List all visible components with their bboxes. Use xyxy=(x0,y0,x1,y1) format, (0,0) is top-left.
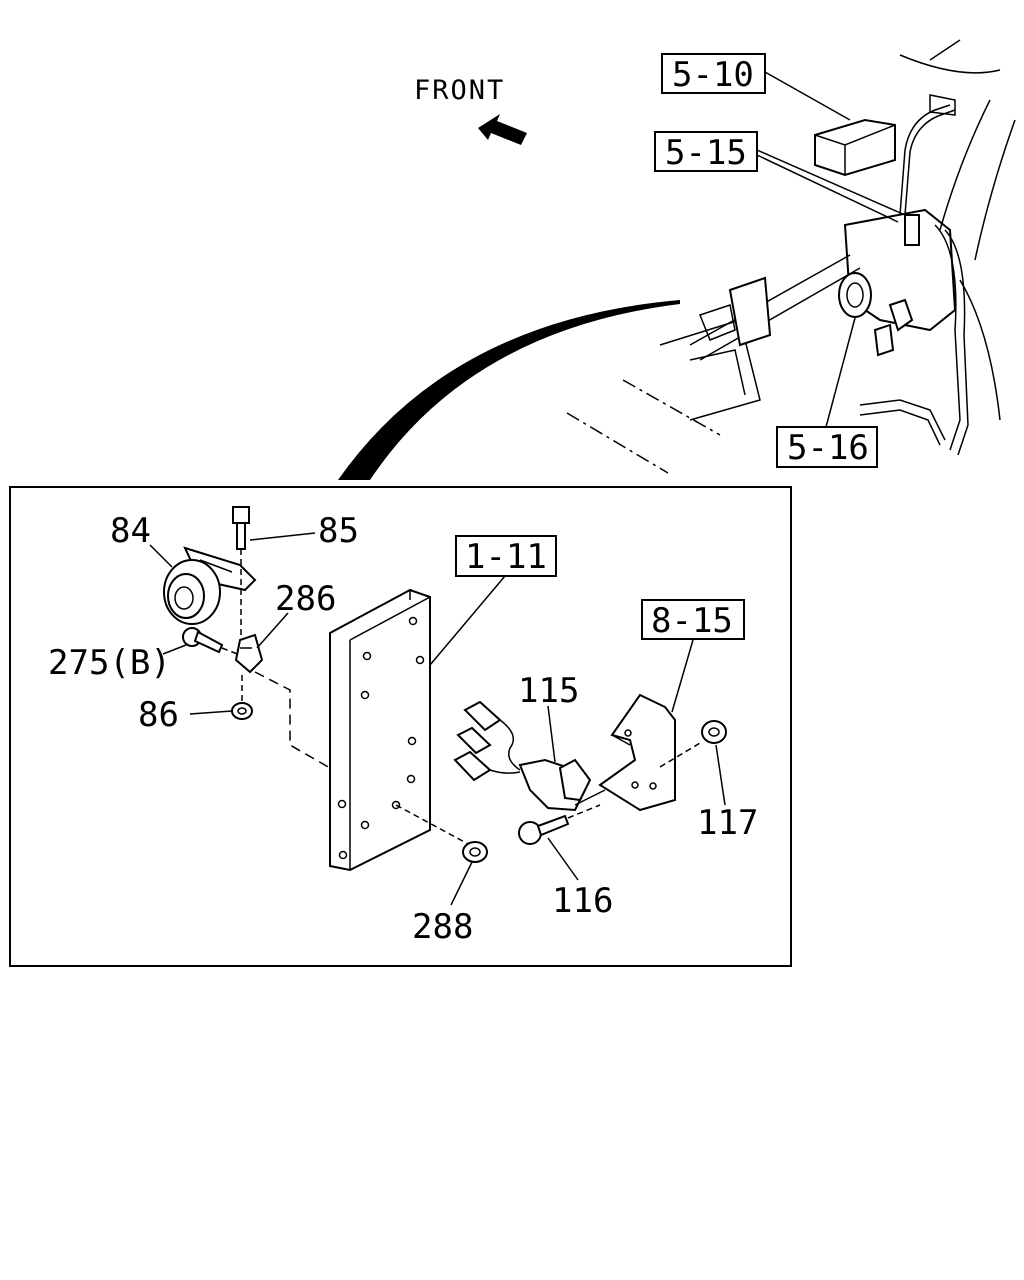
part-label-288: 288 xyxy=(412,907,473,947)
ref-box-8-15[interactable]: 8-15 xyxy=(641,599,745,641)
nut-117 xyxy=(701,720,727,744)
harness-dashed xyxy=(254,671,331,769)
ref-box-5-15[interactable]: 5-15 xyxy=(654,131,758,173)
leader-115 xyxy=(547,705,556,763)
front-arrow-icon xyxy=(478,114,527,145)
part-label-117: 117 xyxy=(697,803,758,843)
component-84 xyxy=(163,546,257,625)
nut-288 xyxy=(395,804,488,863)
front-label: FRONT xyxy=(414,75,505,106)
svg-text:5-15: 5-15 xyxy=(665,133,747,173)
nut-86 xyxy=(231,675,253,720)
part-label-86: 86 xyxy=(138,695,179,735)
ref-box-5-16[interactable]: 5-16 xyxy=(776,426,878,468)
svg-text:5-16: 5-16 xyxy=(787,428,869,468)
leader-1-11 xyxy=(429,575,506,666)
leader-286 xyxy=(256,612,289,649)
clamp-286 xyxy=(234,633,264,674)
part-label-115: 115 xyxy=(518,671,579,711)
leader-86 xyxy=(189,710,233,715)
svg-text:8-15: 8-15 xyxy=(651,601,733,641)
leader-275b xyxy=(162,644,187,655)
leader-5-10 xyxy=(764,71,851,121)
callout-arc xyxy=(338,300,680,480)
part-label-275b: 275(B) xyxy=(48,643,171,683)
bolt-116 xyxy=(518,804,601,845)
bolt-85 xyxy=(232,506,250,640)
detail-frame xyxy=(9,486,792,967)
leader-8-15 xyxy=(671,639,694,713)
leader-84 xyxy=(149,544,173,568)
bolt-275b xyxy=(182,627,241,656)
switch-115 xyxy=(453,700,606,812)
leader-288 xyxy=(450,861,473,906)
leader-117 xyxy=(715,744,726,806)
svg-text:5-10: 5-10 xyxy=(672,55,754,95)
part-label-286: 286 xyxy=(275,579,336,619)
engine-assembly-overview xyxy=(566,39,1016,474)
ref-box-1-11[interactable]: 1-11 xyxy=(455,535,557,577)
part-label-85: 85 xyxy=(318,511,359,551)
part-label-116: 116 xyxy=(552,881,613,921)
leader-5-16 xyxy=(825,317,856,428)
leader-116 xyxy=(547,837,579,881)
leader-5-15 xyxy=(756,149,906,216)
bracket-1-11 xyxy=(329,588,431,872)
svg-text:1-11: 1-11 xyxy=(465,537,547,577)
part-label-84: 84 xyxy=(110,511,151,551)
leader-85 xyxy=(249,532,316,541)
bracket-8-15 xyxy=(598,693,701,812)
leader-5-15b xyxy=(756,154,899,223)
ref-box-5-10[interactable]: 5-10 xyxy=(661,53,766,95)
